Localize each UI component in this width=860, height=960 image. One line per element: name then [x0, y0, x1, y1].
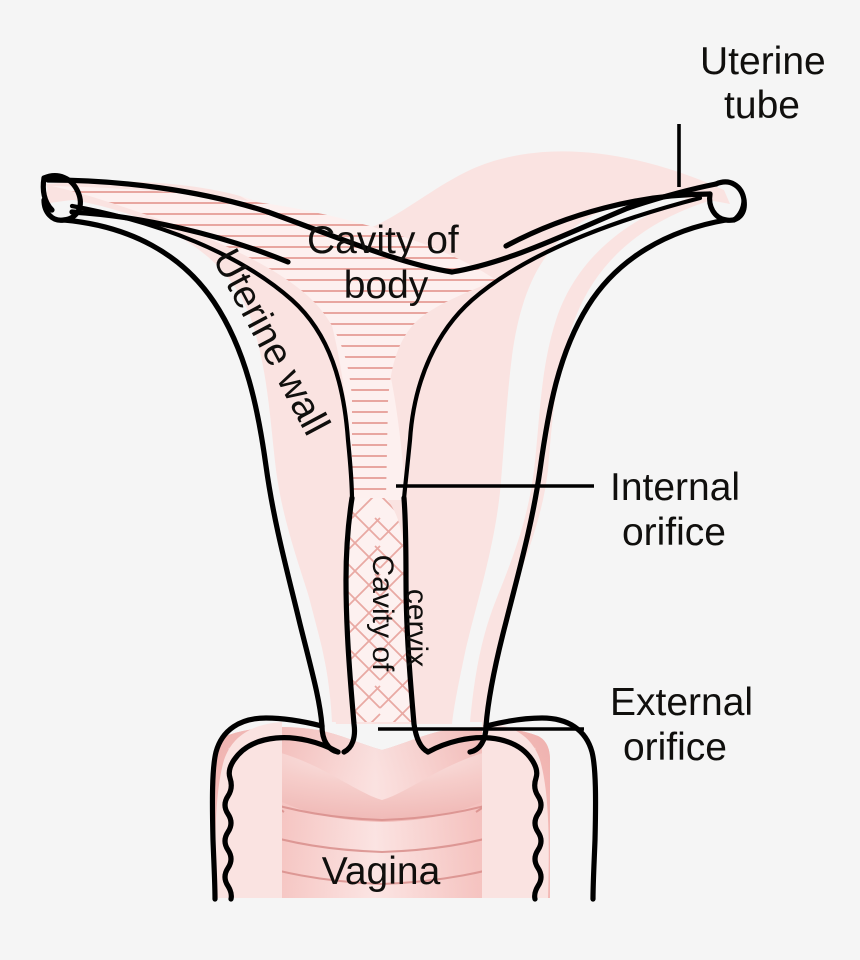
- vagina-outline: [209, 715, 599, 902]
- label-internal-orifice-line1: Internal: [610, 466, 740, 509]
- vagina-region: [214, 727, 550, 898]
- label-internal-orifice-line2: orifice: [622, 511, 726, 554]
- label-vagina: Vagina: [322, 850, 441, 893]
- uterus-outline: [40, 173, 747, 755]
- label-uterine-tube-line2: tube: [724, 84, 800, 127]
- cavity-of-cervix-region: [348, 498, 412, 722]
- label-cavity-of-cervix-line2: cervix: [400, 589, 433, 667]
- label-cavity-of-cervix-line1: Cavity of: [366, 555, 399, 672]
- label-cavity-of-body-line2: body: [344, 264, 429, 307]
- label-uterine-tube-line1: Uterine: [700, 40, 826, 83]
- label-external-orifice-line2: orifice: [623, 726, 727, 769]
- label-external-orifice-line1: External: [610, 681, 753, 724]
- label-cavity-of-body-line1: Cavity of: [307, 219, 459, 262]
- cavity-of-body-shape: [52, 186, 496, 498]
